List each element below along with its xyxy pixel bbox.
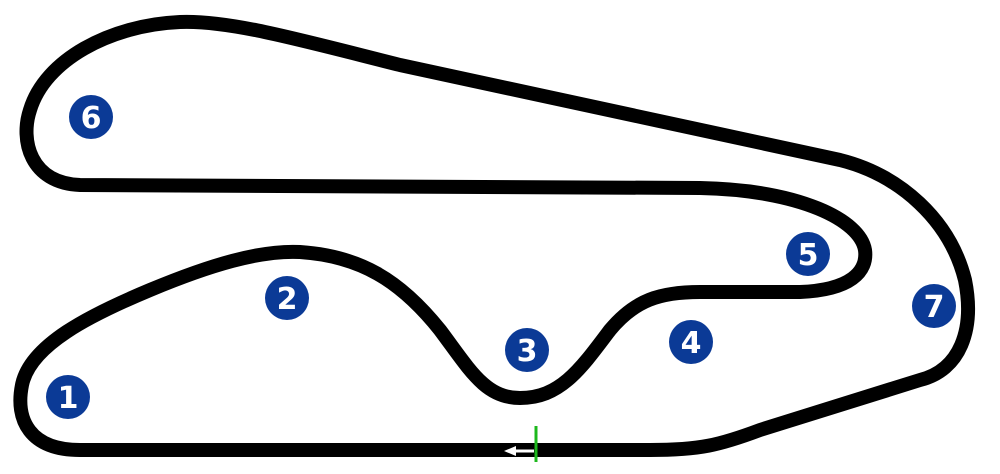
direction-arrow-icon bbox=[504, 446, 534, 456]
turn-marker-circle bbox=[505, 328, 549, 372]
turn-number: 3 bbox=[517, 334, 538, 369]
turn-marker-1: 1 bbox=[46, 375, 90, 419]
turn-marker-5: 5 bbox=[786, 232, 830, 276]
turn-marker-circle bbox=[786, 232, 830, 276]
turn-marker-4: 4 bbox=[669, 320, 713, 364]
track-outline bbox=[13, 14, 975, 457]
turn-marker-7: 7 bbox=[912, 284, 956, 328]
turn-marker-circle bbox=[912, 284, 956, 328]
turn-marker-circle bbox=[46, 375, 90, 419]
turn-marker-2: 2 bbox=[265, 276, 309, 320]
turn-marker-circle bbox=[265, 276, 309, 320]
turn-number: 7 bbox=[924, 290, 945, 325]
turn-marker-circle bbox=[669, 320, 713, 364]
turn-marker-circle bbox=[69, 95, 113, 139]
turn-number: 4 bbox=[681, 326, 702, 361]
turn-marker-3: 3 bbox=[505, 328, 549, 372]
turn-number: 2 bbox=[277, 282, 298, 317]
turn-number: 1 bbox=[58, 381, 79, 416]
turn-number: 5 bbox=[798, 238, 819, 273]
turn-marker-6: 6 bbox=[69, 95, 113, 139]
turn-number: 6 bbox=[81, 101, 102, 136]
